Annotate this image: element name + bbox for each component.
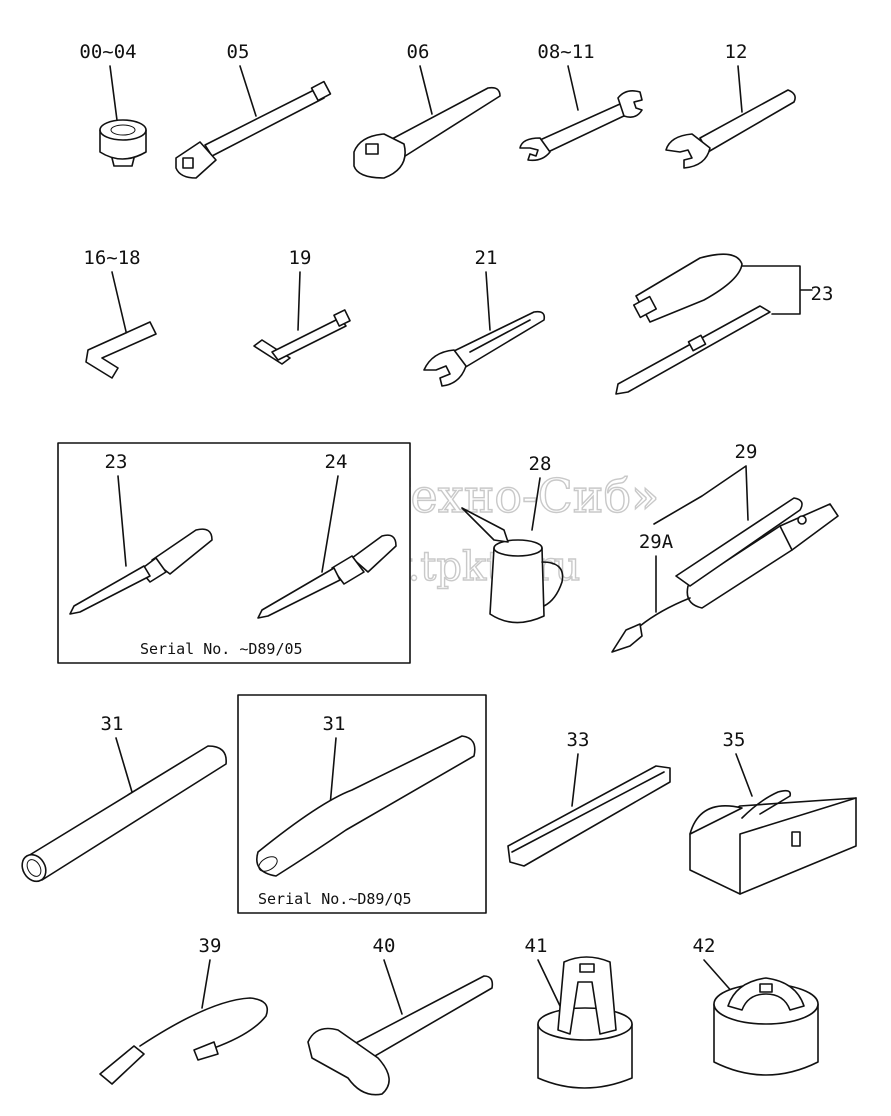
double-open-wrench-icon — [519, 90, 643, 162]
interchangeable-screwdriver-icon — [615, 253, 771, 395]
part-label: 31 — [323, 713, 346, 735]
grease-gun-icon — [675, 497, 839, 609]
toolbox-icon — [689, 789, 857, 895]
part-label: 00~04 — [79, 41, 136, 63]
grease-nozzle-icon — [611, 597, 691, 653]
part-label: 05 — [227, 41, 250, 63]
part-label: 42 — [693, 935, 716, 957]
part-label: 16~18 — [83, 247, 140, 269]
part-12: 12 — [665, 41, 796, 169]
part-label: 29A — [639, 531, 674, 553]
part-35: 35 — [689, 729, 857, 895]
part-06: 06 — [353, 41, 501, 179]
part-label: 23 — [811, 283, 834, 305]
tapered-bar-icon — [256, 735, 476, 877]
adjustable-wrench-icon — [423, 310, 546, 387]
part-label: 12 — [725, 41, 748, 63]
open-wrench-icon — [665, 89, 796, 169]
part-label: 41 — [525, 935, 548, 957]
flat-screwdriver-icon — [257, 534, 397, 619]
part-label: 31 — [101, 713, 124, 735]
part-31b: 31 — [256, 713, 476, 877]
part-31a: 31 — [21, 713, 227, 883]
part-label: 21 — [475, 247, 498, 269]
part-41: 41 — [525, 935, 633, 1089]
part-28: 28 — [461, 453, 564, 624]
part-05: 05 — [175, 41, 332, 179]
part-21: 21 — [423, 247, 546, 387]
part-0811: 08~11 — [519, 41, 643, 162]
part-23b: 23 — [69, 451, 213, 615]
part-40: 40 — [307, 935, 494, 1096]
part-label: 06 — [407, 41, 430, 63]
oil-can-icon — [461, 507, 564, 624]
part-label: 35 — [723, 729, 746, 751]
serial-note-1: Serial No. ∼D89/05 — [140, 640, 303, 658]
t-handle-wrench-icon — [253, 309, 351, 365]
hex-key-icon — [85, 321, 157, 379]
part-19: 19 — [253, 247, 351, 365]
filter-wrench-short-icon — [713, 977, 819, 1076]
serial-note-2: Serial No.∼D89/Q5 — [258, 890, 412, 908]
socket-icon — [99, 119, 147, 167]
part-label: 24 — [325, 451, 348, 473]
hammer-icon — [307, 975, 494, 1096]
part-39: 39 — [99, 935, 269, 1085]
ratchet-handle-icon — [353, 86, 501, 179]
hose-icon — [99, 997, 269, 1085]
socket-handle-icon — [175, 80, 332, 179]
part-label: 40 — [373, 935, 396, 957]
part-24: 24 — [257, 451, 397, 619]
part-29a: 29A — [611, 531, 691, 653]
part-33: 33 — [507, 729, 671, 867]
serial-box-1: Serial No. ∼D89/05 23 24 — [57, 442, 411, 664]
serial-box-2: Serial No.∼D89/Q5 31 — [237, 694, 487, 914]
part-42: 42 — [693, 935, 819, 1076]
part-label: 29 — [735, 441, 758, 463]
extension-pipe-icon — [21, 745, 227, 883]
part-1618: 16~18 — [83, 247, 157, 379]
part-label: 23 — [105, 451, 128, 473]
hex-bar-icon — [507, 765, 671, 867]
part-label: 28 — [529, 453, 552, 475]
filter-wrench-tall-icon — [537, 956, 633, 1089]
part-label: 39 — [199, 935, 222, 957]
phillips-screwdriver-icon — [69, 528, 213, 615]
part-label: 33 — [567, 729, 590, 751]
part-29: 29 — [653, 441, 839, 609]
part-23a: 23 — [615, 253, 834, 395]
part-label: 08~11 — [537, 41, 594, 63]
part-label: 19 — [289, 247, 312, 269]
part-0004: 00~04 — [79, 41, 147, 167]
